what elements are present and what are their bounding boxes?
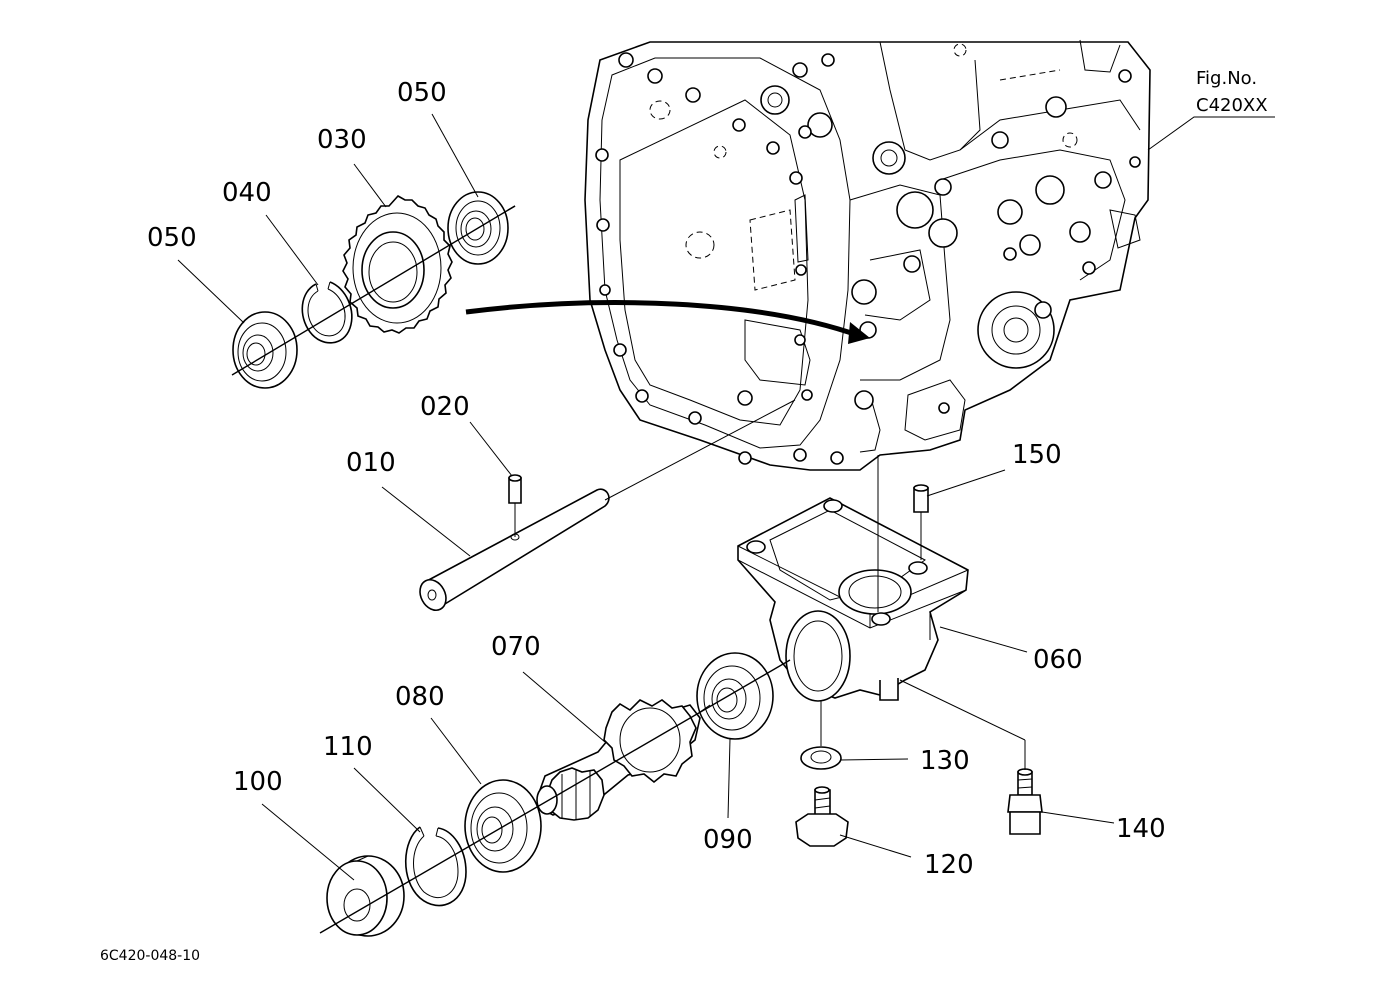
callout-050a: 050	[397, 78, 447, 108]
callout-050b: 050	[147, 223, 197, 253]
callout-110: 110	[323, 732, 373, 762]
fig-no-label: Fig.No.	[1196, 68, 1257, 89]
housing-060	[737, 497, 969, 702]
callout-070: 070	[491, 632, 541, 662]
callout-040: 040	[222, 178, 272, 208]
spring-pin-020	[508, 474, 522, 537]
gear-030	[342, 194, 453, 334]
gear-assembly-axis	[231, 205, 516, 376]
bearing-050-left	[232, 311, 298, 389]
bearing-050-upper	[447, 191, 516, 265]
callout-labels: 050 030 040 050 020 010 150 060 070 080 …	[147, 78, 1166, 880]
callout-100: 100	[233, 767, 283, 797]
callout-060: 060	[1033, 645, 1083, 675]
callout-010: 010	[346, 448, 396, 478]
snap-ring-110	[404, 826, 467, 907]
drawing-code: 6C420-048-10	[100, 948, 200, 964]
assembly-arrow	[465, 300, 870, 344]
dowel-pin-150	[913, 484, 929, 560]
shaft-010	[419, 399, 796, 612]
leader-lines	[177, 113, 1275, 881]
callout-020: 020	[420, 392, 470, 422]
callout-130: 130	[920, 746, 970, 776]
callout-120: 120	[924, 850, 974, 880]
fig-no-value: C420XX	[1196, 95, 1268, 116]
callout-080: 080	[395, 682, 445, 712]
callout-150: 150	[1012, 440, 1062, 470]
transmission-case	[584, 39, 1151, 471]
bolt-120	[795, 786, 849, 847]
callout-030: 030	[317, 125, 367, 155]
callout-140: 140	[1116, 814, 1166, 844]
gear-shaft-070	[536, 699, 711, 821]
bolt-140	[1007, 740, 1043, 835]
snap-ring-040	[301, 281, 353, 344]
washer-130	[800, 700, 842, 770]
callout-090: 090	[703, 825, 753, 855]
lower-assembly-axis	[319, 659, 791, 934]
collar-100	[326, 855, 405, 937]
bearing-090	[696, 652, 774, 740]
